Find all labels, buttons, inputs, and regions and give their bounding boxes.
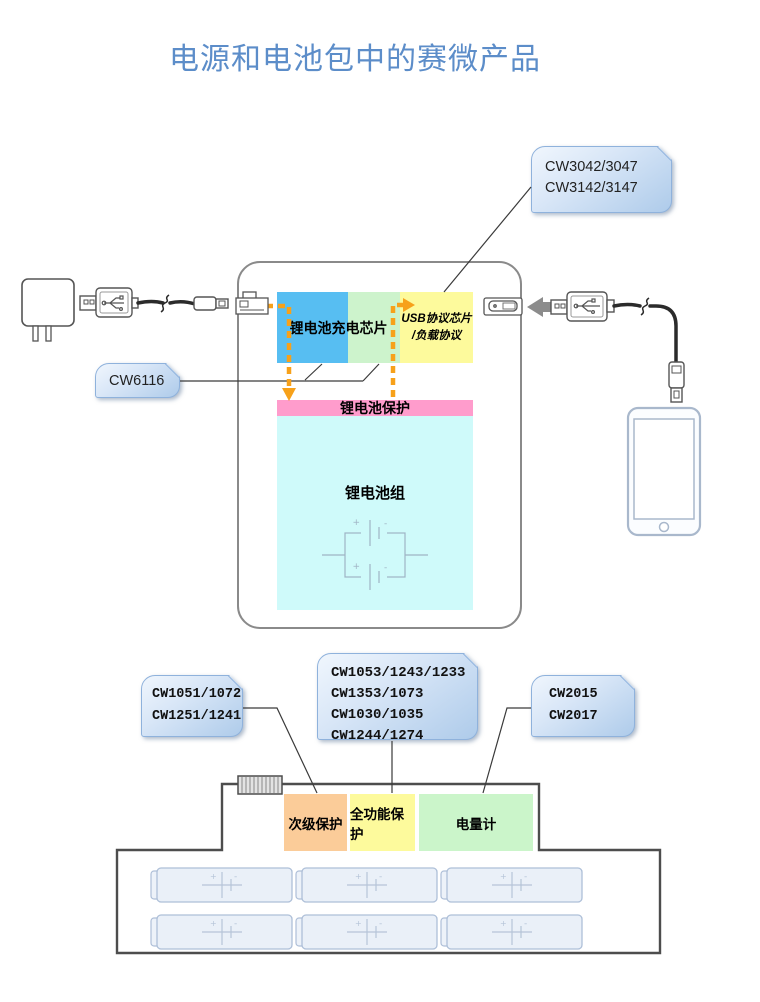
usb-trident-icon	[573, 298, 600, 315]
charge-chip-label: 锂电池充电芯片	[289, 319, 388, 336]
usb-trident-icon	[101, 295, 124, 312]
battery-pack-label: 锂电池组	[344, 485, 405, 502]
battery-cell	[446, 867, 583, 903]
phone-screen	[633, 418, 695, 520]
callout-line: CW1051/1072	[152, 687, 242, 702]
usb-port-left-icon	[235, 291, 269, 315]
cable-break-icon	[160, 294, 170, 313]
secondary-protection-box: 次级保护	[284, 794, 347, 851]
callout-line: CW2015	[549, 687, 598, 702]
battery-cell	[301, 914, 438, 950]
usb-chip-label-line2: /负载协议	[411, 329, 462, 342]
callout-cw6116: CW6116	[95, 363, 180, 398]
callout-cw1053: CW1053/1243/1233 CW1353/1073 CW1030/1035…	[317, 653, 478, 740]
usb-port-right-icon	[483, 297, 523, 316]
usb-protocol-chip-label: USB协议芯片 /负载协议	[400, 292, 473, 363]
cable-break-icon	[640, 297, 650, 316]
phone-icon	[626, 406, 702, 537]
micro-usb-plug-phone-icon	[668, 361, 685, 403]
cable-left	[136, 294, 197, 313]
wall-adapter-icon	[21, 278, 75, 342]
callout-line: CW2017	[549, 709, 598, 724]
callout-cw3042: CW3042/3047 CW3142/3147	[531, 146, 672, 213]
usb-a-plug-right-icon	[550, 291, 615, 322]
battery-protection-bar: 锂电池保护	[277, 400, 473, 416]
usb-a-plug-left-icon	[79, 287, 139, 318]
callout-line: CW3142/3147	[545, 180, 638, 196]
callout-line: CW1353/1073	[331, 686, 424, 702]
micro-usb-plug-left-icon	[193, 296, 229, 311]
callout-cw2015: CW2015 CW2017	[531, 675, 635, 737]
chip-row: 锂电池充电芯片 USB协议芯片 /负载协议	[277, 292, 473, 363]
callout-line: CW1244/1274	[331, 728, 424, 744]
full-protection-box: 全功能保护	[350, 794, 415, 851]
battery-cell	[301, 867, 438, 903]
pack-connector-icon	[237, 775, 283, 795]
callout-line: CW1030/1035	[331, 707, 424, 723]
usb-chip-label-line1: USB协议芯片	[401, 312, 472, 325]
battery-cell	[446, 914, 583, 950]
arrow-left-icon	[527, 297, 562, 317]
battery-pack-box: 锂电池组	[277, 416, 473, 610]
callout-cw1051: CW1051/1072 CW1251/1241	[141, 675, 243, 737]
battery-cell	[156, 914, 293, 950]
battery-cell	[156, 867, 293, 903]
cable-right	[612, 297, 678, 364]
callout-line: CW1251/1241	[152, 709, 242, 724]
phone-home-button	[658, 521, 670, 533]
callout-line: CW1053/1243/1233	[331, 665, 466, 681]
page-title: 电源和电池包中的赛微产品	[169, 43, 541, 76]
callout-line: CW3042/3047	[545, 159, 638, 175]
battery-cell-grid	[150, 867, 583, 950]
callout-line: CW6116	[109, 372, 165, 389]
fuel-gauge-box: 电量计	[419, 794, 533, 851]
